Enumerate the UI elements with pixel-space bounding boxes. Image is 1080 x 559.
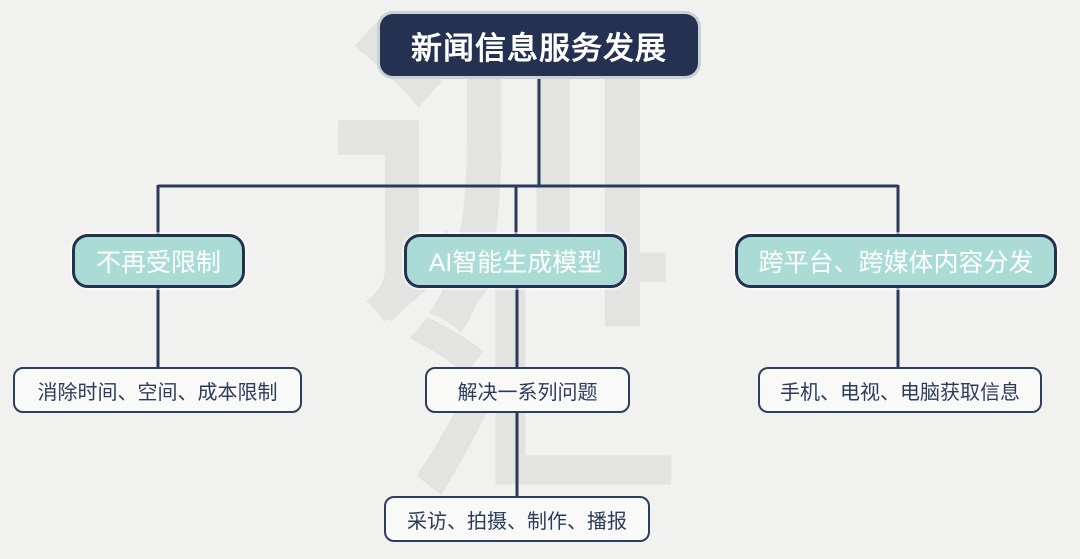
branch-node-no-limits: 不再受限制 — [72, 234, 245, 288]
branch-node-cross-platform: 跨平台、跨媒体内容分发 — [735, 234, 1057, 288]
leaf-node-eliminate-limits: 消除时间、空间、成本限制 — [13, 367, 302, 413]
leaf-node-devices-get-info: 手机、电视、电脑获取信息 — [758, 367, 1042, 413]
leaf-node-interview-produce: 采访、拍摄、制作、播报 — [384, 496, 650, 542]
root-node-news-info-service: 新闻信息服务发展 — [380, 14, 698, 76]
branch-node-ai-model: AI智能生成模型 — [404, 234, 627, 288]
leaf-node-solve-problems: 解决一系列问题 — [425, 367, 630, 413]
